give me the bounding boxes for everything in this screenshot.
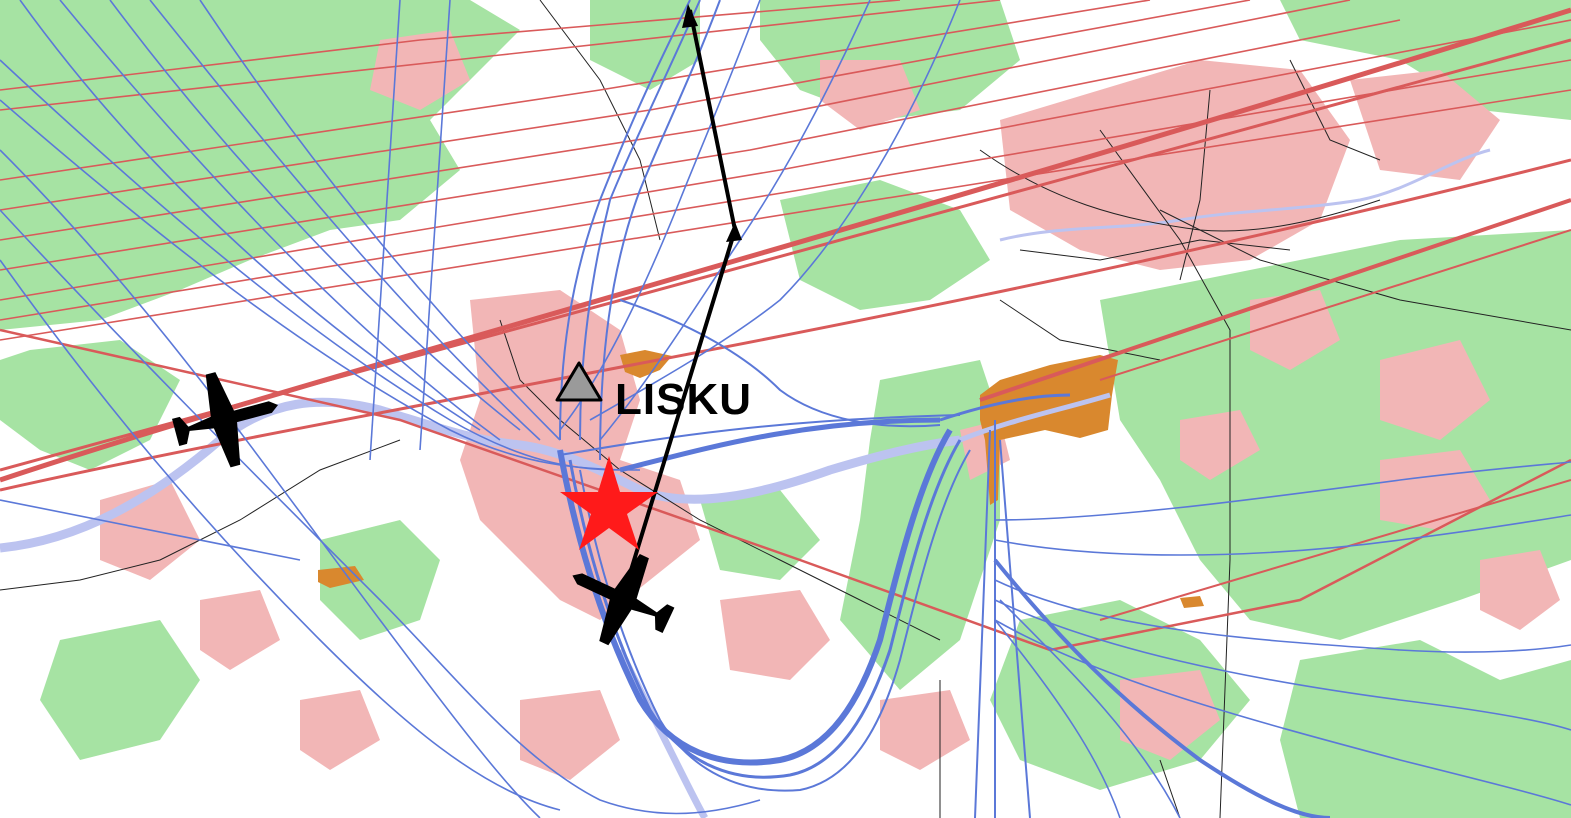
waypoint-label: LISKU — [615, 375, 752, 424]
arrow-head-icon — [682, 4, 698, 28]
overflight-tracks — [0, 0, 1571, 652]
triangle-waypoint-icon — [555, 361, 603, 402]
airplane-icon — [572, 553, 675, 646]
arrow-head-icon — [726, 222, 742, 242]
airplane-icon — [172, 372, 279, 468]
red-star-icon — [560, 456, 658, 550]
